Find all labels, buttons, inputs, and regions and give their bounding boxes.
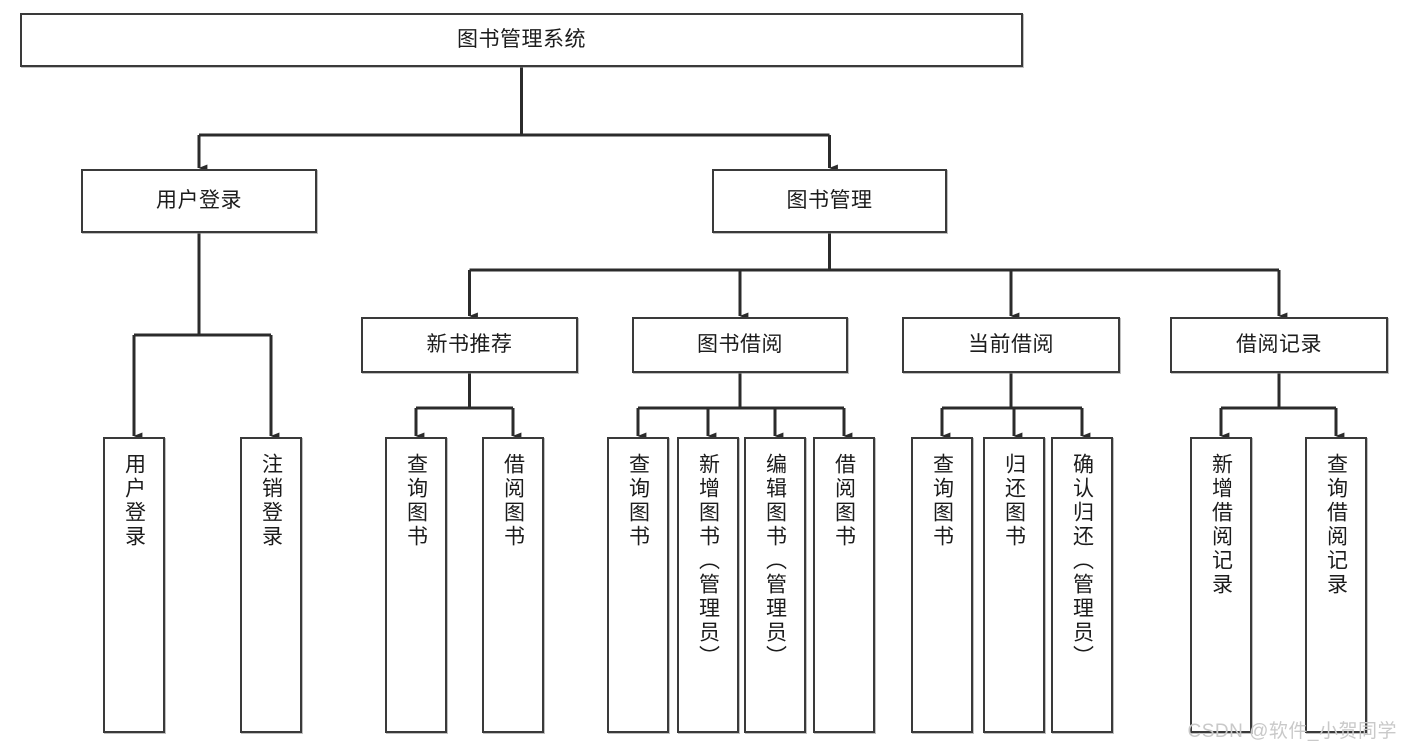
- node-root[interactable]: 图书管理系统: [20, 13, 1023, 67]
- node-leaf-borrow-book-1[interactable]: 借阅图书: [482, 437, 544, 733]
- node-leaf-user-login-label: 用户登录: [122, 453, 146, 549]
- node-leaf-return-book[interactable]: 归还图书: [983, 437, 1045, 733]
- node-leaf-confirm-return-label: 确认归还（管理员）: [1070, 453, 1094, 669]
- node-leaf-query-book-1[interactable]: 查询图书: [385, 437, 447, 733]
- node-new-book-rec[interactable]: 新书推荐: [361, 317, 578, 373]
- node-leaf-confirm-return[interactable]: 确认归还（管理员）: [1051, 437, 1113, 733]
- node-user-login[interactable]: 用户登录: [81, 169, 317, 233]
- node-leaf-user-logout[interactable]: 注销登录: [240, 437, 302, 733]
- node-book-manage-label: 图书管理: [786, 188, 873, 212]
- node-leaf-edit-book-label: 编辑图书（管理员）: [763, 453, 787, 669]
- node-book-borrow[interactable]: 图书借阅: [632, 317, 848, 373]
- node-leaf-borrow-book-2-label: 借阅图书: [832, 453, 856, 549]
- node-new-book-rec-label: 新书推荐: [426, 332, 513, 356]
- node-leaf-borrow-book-1-label: 借阅图书: [501, 453, 525, 549]
- node-borrow-record[interactable]: 借阅记录: [1170, 317, 1388, 373]
- node-leaf-user-login[interactable]: 用户登录: [103, 437, 165, 733]
- node-leaf-add-book-label: 新增图书（管理员）: [696, 453, 720, 669]
- node-leaf-borrow-book-2[interactable]: 借阅图书: [813, 437, 875, 733]
- node-leaf-add-book[interactable]: 新增图书（管理员）: [677, 437, 739, 733]
- node-leaf-edit-book[interactable]: 编辑图书（管理员）: [744, 437, 806, 733]
- node-leaf-query-record[interactable]: 查询借阅记录: [1305, 437, 1367, 733]
- node-root-label: 图书管理系统: [457, 27, 586, 51]
- node-leaf-query-book-2-label: 查询图书: [626, 453, 650, 549]
- node-leaf-query-book-3[interactable]: 查询图书: [911, 437, 973, 733]
- node-leaf-user-logout-label: 注销登录: [259, 453, 283, 549]
- watermark-text: CSDN @软件_小贺同学: [1187, 721, 1397, 742]
- node-current-borrow-label: 当前借阅: [968, 332, 1054, 356]
- node-leaf-add-record-label: 新增借阅记录: [1209, 453, 1233, 597]
- node-current-borrow[interactable]: 当前借阅: [902, 317, 1120, 373]
- node-borrow-record-label: 借阅记录: [1236, 332, 1322, 356]
- node-book-manage[interactable]: 图书管理: [712, 169, 947, 233]
- node-user-login-label: 用户登录: [156, 188, 242, 212]
- node-leaf-query-book-1-label: 查询图书: [404, 453, 428, 549]
- node-leaf-query-book-3-label: 查询图书: [930, 453, 954, 549]
- node-leaf-return-book-label: 归还图书: [1002, 453, 1026, 549]
- node-leaf-add-record[interactable]: 新增借阅记录: [1190, 437, 1252, 733]
- node-leaf-query-book-2[interactable]: 查询图书: [607, 437, 669, 733]
- node-leaf-query-record-label: 查询借阅记录: [1324, 453, 1348, 597]
- node-book-borrow-label: 图书借阅: [697, 332, 783, 356]
